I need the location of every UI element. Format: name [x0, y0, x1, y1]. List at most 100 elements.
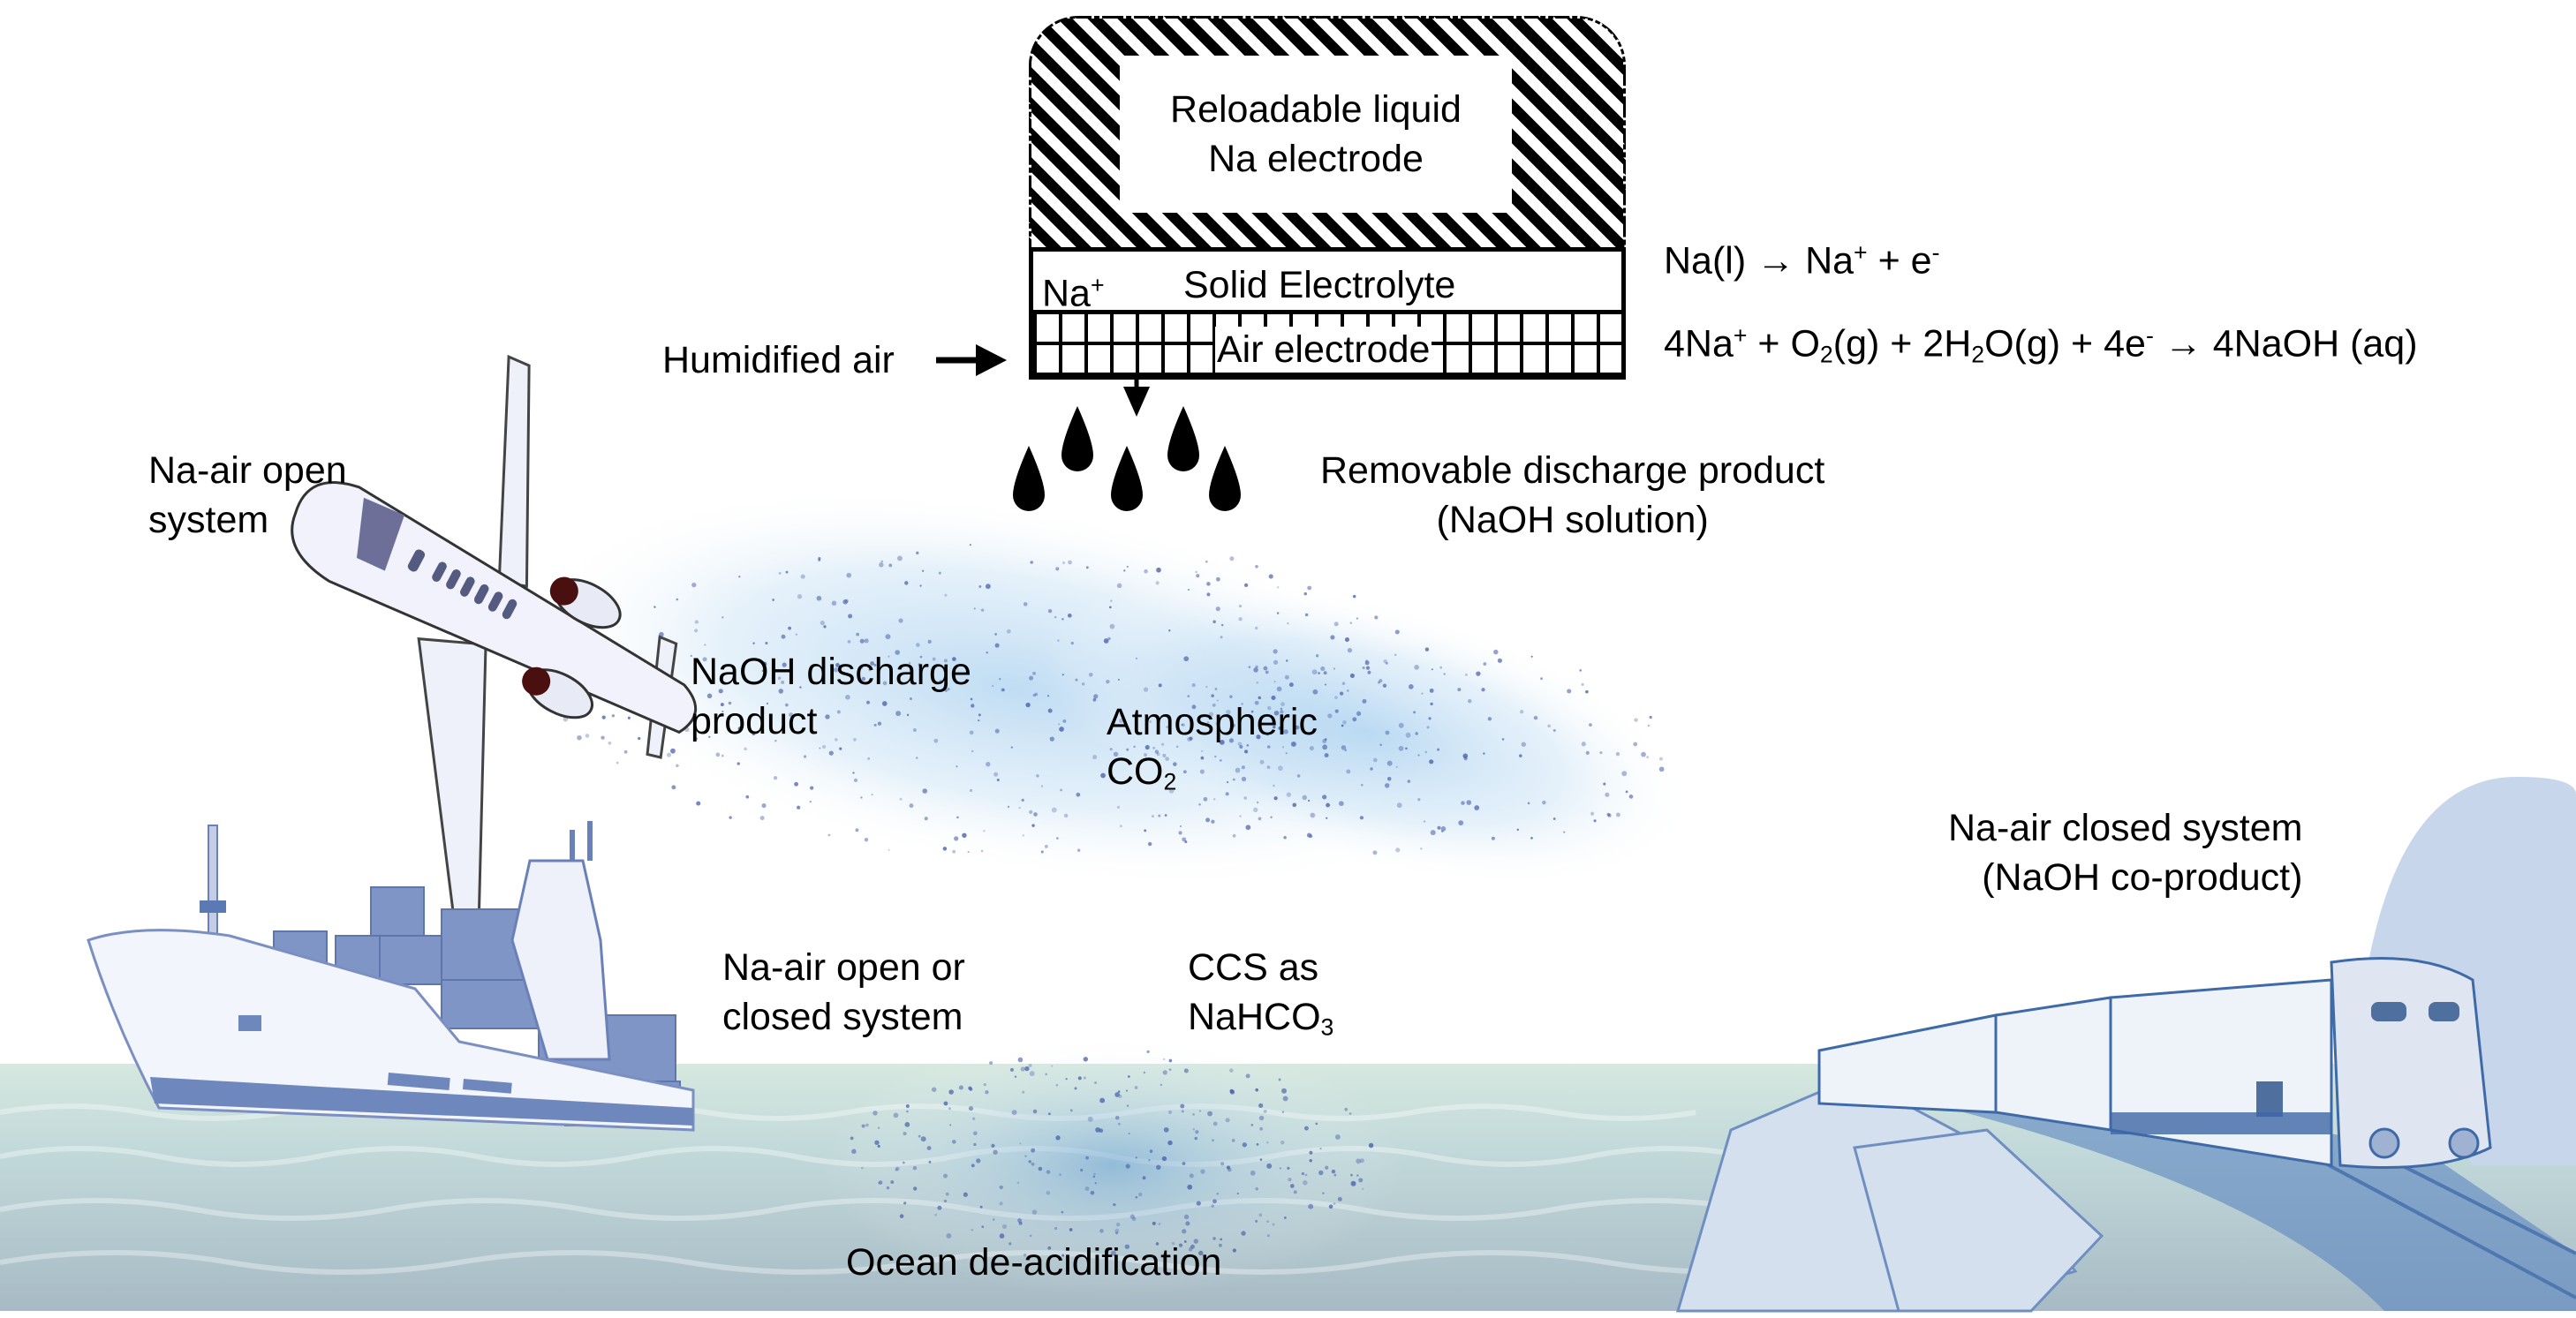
co2-particle: [1606, 812, 1611, 817]
co2-particle: [1229, 556, 1235, 561]
co2-particle: [1166, 787, 1169, 789]
co2-particle: [1266, 765, 1271, 769]
co2-particle: [861, 676, 866, 682]
co2-particle: [1116, 805, 1121, 810]
co2-particle: [1487, 717, 1492, 721]
co2-particle: [882, 681, 888, 686]
co2-particle: [1040, 785, 1044, 787]
co2-particle: [1201, 749, 1204, 752]
co2-particle: [1099, 1128, 1104, 1133]
co2-particle: [1057, 639, 1060, 642]
co2-particle: [1405, 732, 1411, 738]
co2-particle: [1395, 847, 1401, 853]
co2-particle: [1308, 799, 1311, 802]
co2-particle: [1658, 766, 1665, 772]
co2-particle: [1288, 682, 1294, 688]
co2-particle: [765, 641, 768, 645]
co2-particle: [1182, 1162, 1186, 1165]
co2-particle: [1625, 790, 1628, 794]
droplet-icon: [1167, 406, 1199, 471]
co2-particle: [895, 1168, 898, 1171]
co2-particle: [1231, 1139, 1235, 1142]
co2-particle: [788, 626, 792, 630]
co2-particle: [999, 1185, 1003, 1190]
co2-particle: [1424, 647, 1430, 651]
co2-particle: [795, 633, 798, 636]
co2-particle: [1303, 1180, 1308, 1186]
co2-particle: [1051, 807, 1057, 813]
co2-particle: [1360, 783, 1364, 787]
co2-particle: [1426, 726, 1430, 729]
co2-particle: [1273, 659, 1279, 665]
co2-particle: [1420, 847, 1423, 850]
co2-particle: [912, 727, 917, 733]
co2-particle: [1069, 1109, 1073, 1112]
co2-particle: [1123, 569, 1126, 572]
co2-particle: [1520, 710, 1524, 714]
co2-particle: [845, 694, 850, 700]
co2-particle: [912, 1165, 918, 1171]
co2-particle: [1173, 762, 1177, 766]
co2-particle: [1431, 668, 1433, 671]
co2-particle: [994, 728, 1000, 734]
co2-particle: [782, 662, 787, 667]
co2-particle: [1347, 689, 1349, 692]
co2-particle: [1516, 828, 1520, 832]
co2-particle: [1237, 742, 1243, 747]
co2-particle: [1055, 1083, 1059, 1087]
co2-particle: [971, 1229, 973, 1231]
co2-particle: [1034, 692, 1039, 697]
co2-particle: [1362, 1187, 1364, 1190]
co2-particle: [1198, 1110, 1202, 1112]
co2-particle: [1256, 682, 1258, 684]
co2-particle: [1235, 767, 1241, 773]
co2-particle: [1283, 836, 1287, 840]
co2-particle: [928, 1160, 932, 1164]
co2-particle: [980, 608, 985, 612]
co2-particle: [1379, 743, 1382, 747]
co2-particle: [1398, 745, 1404, 751]
co2-particle: [1178, 831, 1182, 835]
co2-particle: [1440, 826, 1447, 832]
co2-particle: [721, 616, 724, 619]
co2-particle: [1281, 1111, 1285, 1113]
co2-particle: [638, 736, 641, 741]
co2-particle: [1265, 670, 1269, 674]
co2-particle: [1319, 1147, 1322, 1150]
co2-particle: [895, 650, 901, 655]
plane-system-label: Na-air open system: [148, 449, 347, 541]
co2-particle: [1061, 618, 1064, 621]
co2-particle: [1128, 1133, 1130, 1135]
co2-particle: [1192, 1113, 1195, 1116]
co2-particle: [890, 1180, 895, 1184]
co2-particle: [1093, 694, 1099, 699]
co2-particle: [1001, 1224, 1008, 1230]
co2-particle: [864, 638, 869, 644]
co2-particle: [1394, 629, 1400, 635]
co2-particle: [1285, 659, 1288, 662]
co2-particle: [920, 1136, 926, 1142]
co2-particle: [1075, 678, 1078, 682]
co2-particle: [1090, 1190, 1095, 1195]
co2-particle: [1276, 686, 1282, 692]
co2-particle: [1395, 765, 1399, 768]
co2-particle: [1256, 801, 1259, 804]
co2-particle: [690, 654, 693, 658]
co2-particle: [1126, 565, 1129, 569]
co2-particle: [1017, 1057, 1024, 1063]
co2-particle: [973, 1142, 977, 1147]
co2-particle: [706, 693, 713, 699]
co2-particles: [563, 544, 1665, 1257]
co2-particle: [1409, 684, 1414, 689]
co2-particle: [1228, 738, 1235, 743]
co2-particle: [1213, 798, 1216, 801]
na-air-cell-diagram: Reloadable liquid Na electrode Na+ Solid…: [1029, 16, 1626, 380]
co2-particle: [1437, 748, 1440, 751]
co2-particle: [1044, 844, 1048, 848]
co2-particle: [904, 1121, 910, 1127]
co2-particle: [1253, 667, 1258, 673]
co2-particle: [1181, 723, 1183, 727]
co2-particle: [1190, 1244, 1195, 1249]
co2-particle: [1019, 1142, 1022, 1145]
co2-particle: [718, 689, 723, 694]
